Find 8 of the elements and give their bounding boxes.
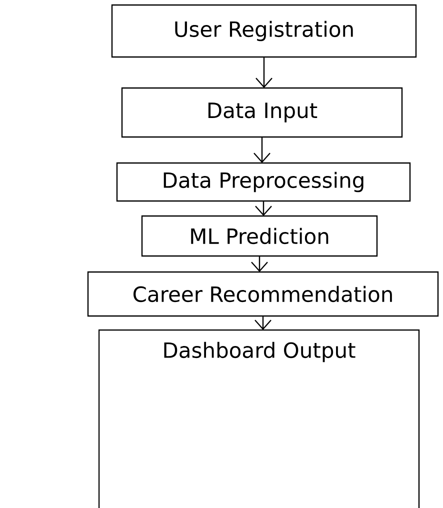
process-box: ML Prediction: [141, 215, 378, 257]
process-box: Data Preprocessing: [116, 162, 411, 202]
process-box: Dashboard Output: [98, 329, 420, 508]
process-box: Data Input: [121, 87, 403, 138]
process-box: Career Recommendation: [87, 271, 439, 317]
process-box: User Registration: [111, 4, 417, 58]
arrow: [254, 137, 270, 163]
arrow: [256, 57, 272, 88]
